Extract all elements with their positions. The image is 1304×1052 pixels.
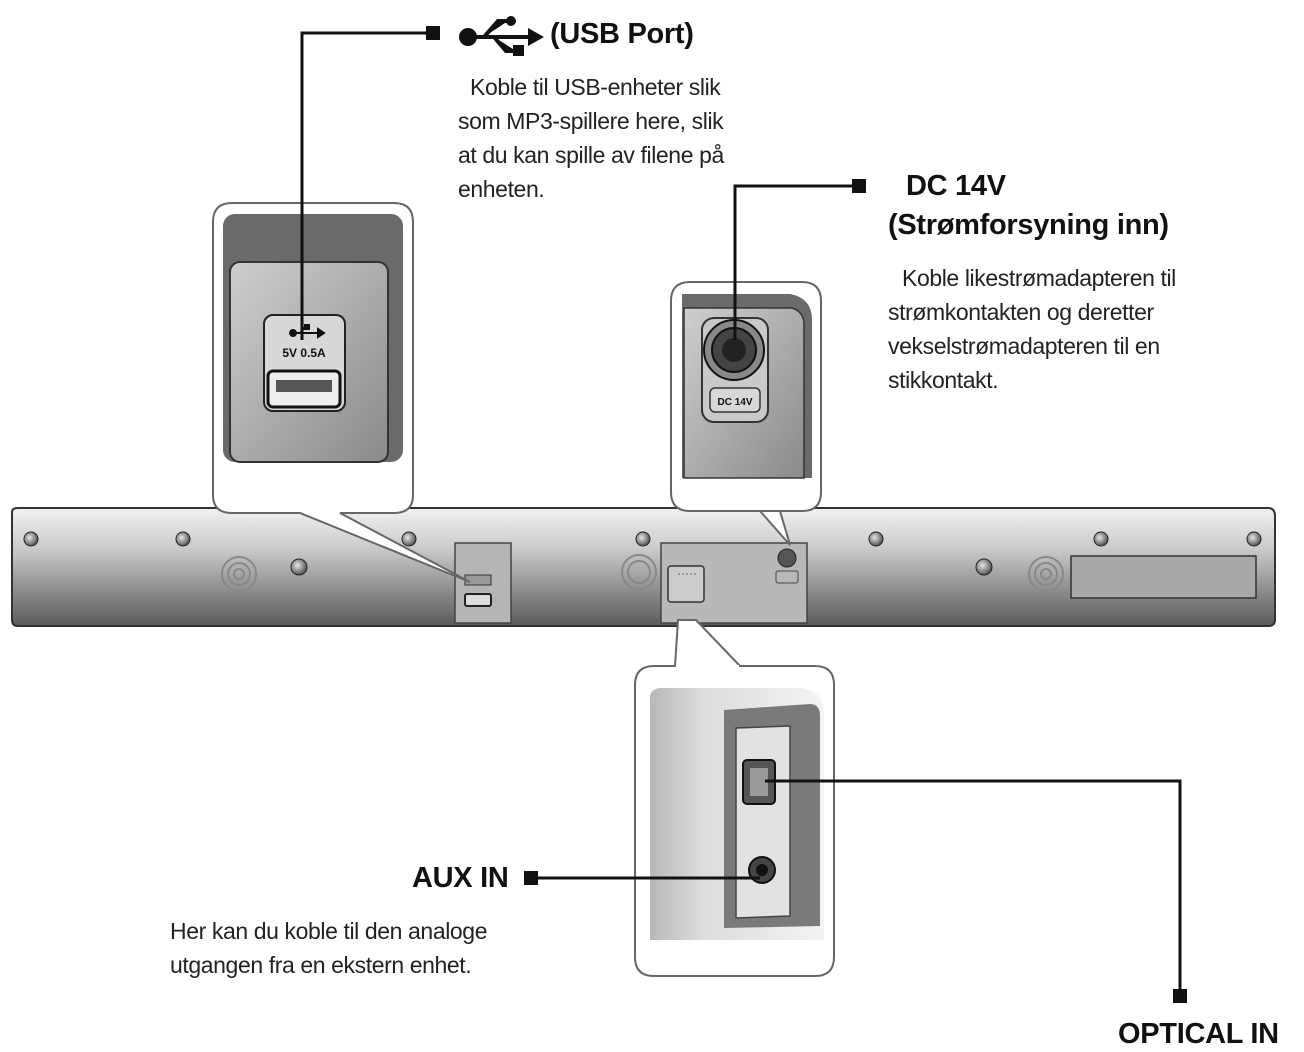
- soundbar-body: [11, 507, 1276, 627]
- dc-jack-icon: [703, 319, 765, 381]
- dc-port-label: DC 14V: [717, 397, 752, 408]
- usb-description: Koble til USB-enheter slik som MP3-spill…: [458, 74, 724, 202]
- dc-title-line1: DC 14V: [906, 170, 1006, 202]
- dc-description: Koble likestrømadapteren til strømkontak…: [888, 265, 1176, 393]
- leader-endpoints: [426, 26, 1187, 1003]
- optical-port-icon: [742, 759, 776, 805]
- dc-callout: DC 14V: [670, 281, 822, 546]
- usb-symbol-icon: [289, 324, 326, 339]
- usb-heading-icon: [459, 16, 544, 56]
- usb-port-label: 5V 0.5A: [282, 346, 326, 360]
- screw-icon: [23, 531, 1262, 576]
- aux-optical-callout: [634, 619, 835, 977]
- aux-description: Her kan du koble til den analoge utgange…: [170, 918, 488, 978]
- usb-callout: 5V 0.5A: [212, 202, 471, 583]
- leader-lines: [300, 31, 1182, 994]
- aux-title: AUX IN: [412, 862, 509, 894]
- optical-title: OPTICAL IN: [1118, 1018, 1279, 1050]
- usb-title: (USB Port): [550, 18, 694, 50]
- dc-title-line2: (Strømforsyning inn): [888, 209, 1169, 241]
- label-plate: [1070, 555, 1257, 599]
- mount-hole-icon: [221, 554, 1064, 592]
